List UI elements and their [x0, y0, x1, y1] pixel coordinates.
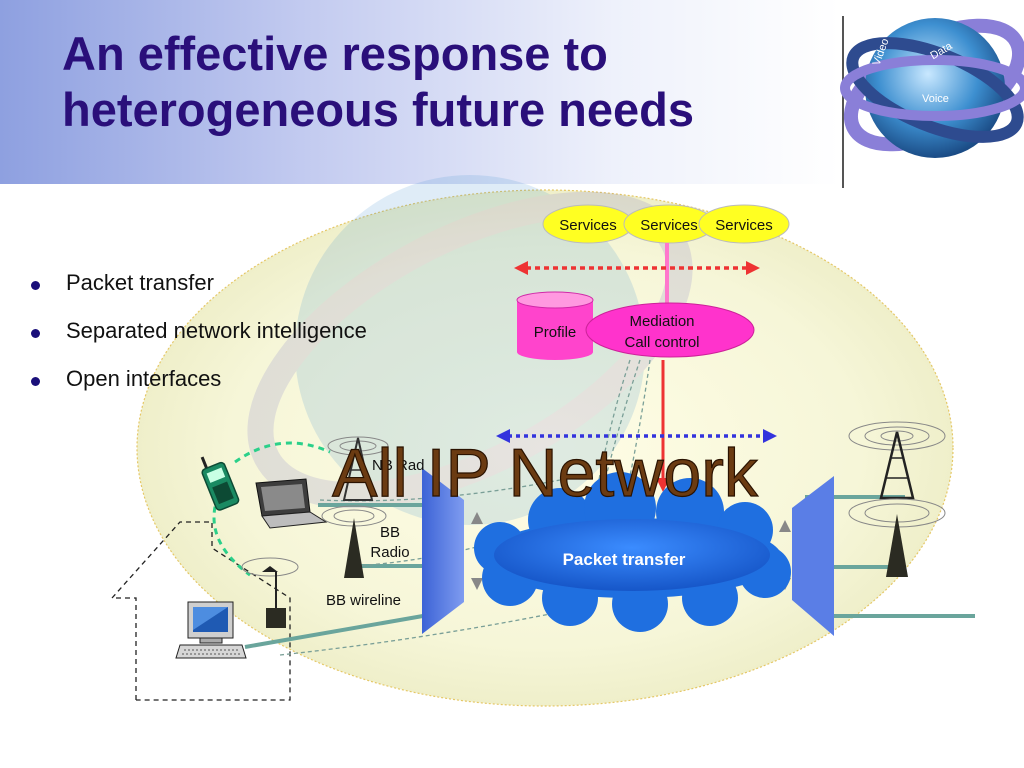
home-antenna-icon: [241, 557, 299, 628]
desktop-computer-icon: [175, 601, 247, 659]
bb-radio-label-line1: BB: [380, 524, 400, 541]
packet-transfer-cloud: Packet transfer: [474, 472, 791, 632]
logo-label-voice: Voice: [922, 93, 949, 105]
service-label-2: Services: [640, 217, 698, 234]
globe-logo-icon: Video Data Voice: [840, 18, 1024, 158]
service-label-3: Services: [715, 217, 773, 234]
right-solid-tower-icon: [848, 498, 946, 577]
mobile-phone-icon: [200, 456, 240, 511]
bullet-item: Separated network intelligence: [30, 318, 367, 366]
network-title: All IP Network: [332, 435, 759, 511]
nb-radio-tower-icon: [327, 436, 389, 501]
bb-wireline-label: BB wireline: [326, 592, 401, 609]
control-arrow: [656, 360, 670, 492]
service-node-1: Services: [542, 204, 634, 244]
header-divider: [842, 16, 844, 188]
bullet-list: Packet transfer Separated network intell…: [30, 270, 367, 414]
mediation-label-line2: Call control: [624, 334, 699, 351]
wireless-arc-upper: [234, 441, 331, 464]
mediation-node: Mediation Call control: [585, 302, 755, 358]
service-node-3: Services: [698, 204, 790, 244]
service-label-1: Services: [559, 217, 617, 234]
left-edge-node: [422, 468, 464, 634]
laptop-icon: [255, 478, 328, 529]
right-edge-node: [792, 476, 834, 636]
cloud-label: Packet transfer: [563, 550, 686, 569]
bullet-item: Packet transfer: [30, 270, 367, 318]
bb-radio-label-line2: Radio: [370, 544, 409, 561]
mediation-label-line1: Mediation: [629, 313, 694, 330]
page-title: An effective response to heterogeneous f…: [62, 26, 694, 138]
bullet-item: Open interfaces: [30, 366, 367, 414]
title-line-1: An effective response to: [62, 27, 608, 80]
house-outline: [110, 521, 291, 701]
service-node-2: Services: [623, 204, 715, 244]
wireless-arc-lower: [212, 495, 251, 577]
services-interface-arrow: [514, 261, 760, 275]
right-lattice-tower-icon: [848, 421, 946, 500]
bb-radio-tower-icon: [321, 505, 387, 578]
profile-database-icon: Profile: [516, 291, 594, 360]
nb-radio-label: NB Rad: [372, 457, 425, 474]
network-interface-arrow: [496, 429, 777, 443]
profile-label: Profile: [534, 324, 577, 341]
title-line-2: heterogeneous future needs: [62, 83, 694, 136]
